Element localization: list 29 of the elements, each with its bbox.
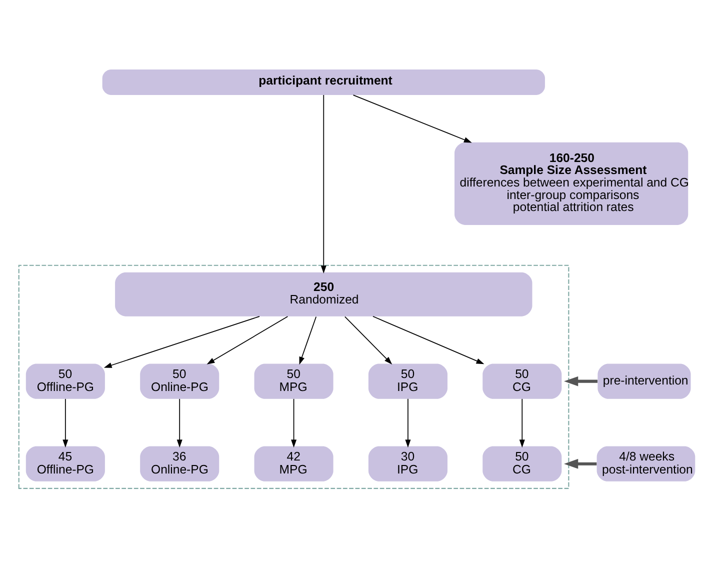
arrow [62,398,68,448]
arrow [405,398,411,448]
node-box: 50 MPG [254,364,334,399]
arrow [299,316,317,365]
arrow [176,398,182,448]
node-box: 50 CG [482,364,562,399]
arrow [104,316,260,368]
arrow [291,398,297,448]
arrow [344,316,392,364]
node-box: 30 IPG [368,446,448,482]
arrow [352,94,472,143]
node-box: 250 Randomized [115,272,532,316]
arrow [564,376,598,386]
node-box: pre-intervention [598,364,691,399]
node-box: 50 Offline-PG [26,364,105,399]
arrow [372,316,484,364]
node-box: 50 IPG [368,364,448,399]
arrow [519,398,525,448]
node-box: 50 Online-PG [140,364,220,399]
node-box: 36 Online-PG [140,446,220,482]
arrow [206,316,288,364]
node-box: participant recruitment [102,70,545,95]
node-box: 160-250 Sample Size Assessment differences between experimental and CG inter-group comparisons potential attrition rates [454,142,688,225]
node-box: 50 CG [482,446,562,482]
arrow [320,94,326,274]
node-box: 4/8 weeks post-intervention [596,446,696,482]
arrow [564,458,597,469]
node-box: 42 MPG [254,446,334,482]
node-box: 45 Offline-PG [26,446,105,482]
